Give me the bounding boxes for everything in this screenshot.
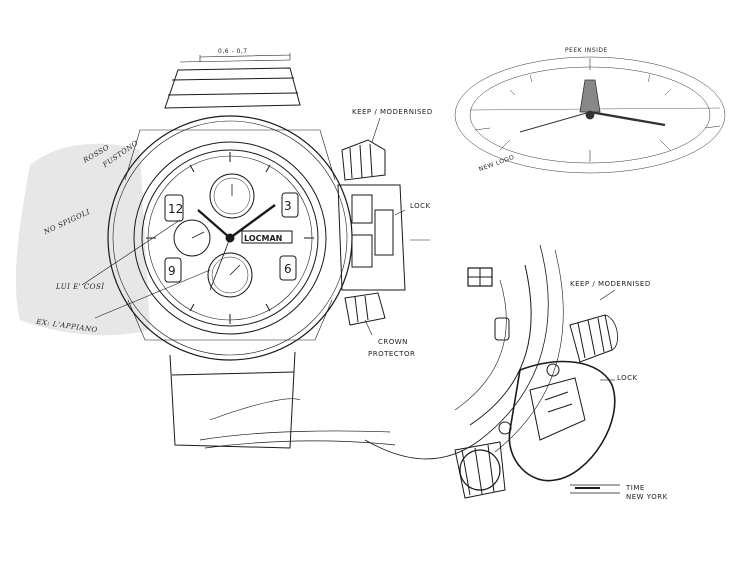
lock-label-right: LOCK (617, 374, 638, 382)
numeral-12: 12 (168, 202, 183, 216)
dial-logo: LOCMAN (244, 234, 282, 243)
lui-e-cosi-label: LUI E' COSÌ (56, 283, 105, 291)
peek-inside-label: PEEK INSIDE (565, 47, 608, 54)
keep-modernised-label-top: KEEP / MODERNISED (352, 108, 433, 116)
gray-wash (15, 143, 150, 336)
new-york-label: NEW YORK (626, 493, 668, 501)
crown-label: CROWN (378, 338, 408, 346)
numeral-6: 6 (284, 262, 292, 276)
numeral-3: 3 (284, 199, 292, 213)
time-label: TIME (626, 484, 645, 492)
lock-label-top: LOCK (410, 202, 431, 210)
keep-modernised-label-right: KEEP / MODERNISED (570, 280, 651, 288)
main-watch (81, 53, 430, 449)
numeral-9: 9 (168, 264, 176, 278)
dimension-label: 0,6 - 0,7 (218, 48, 248, 55)
protector-label: PROTECTOR (368, 350, 416, 358)
hands-sketch (454, 56, 726, 174)
crown-detail-sketch (199, 244, 620, 499)
